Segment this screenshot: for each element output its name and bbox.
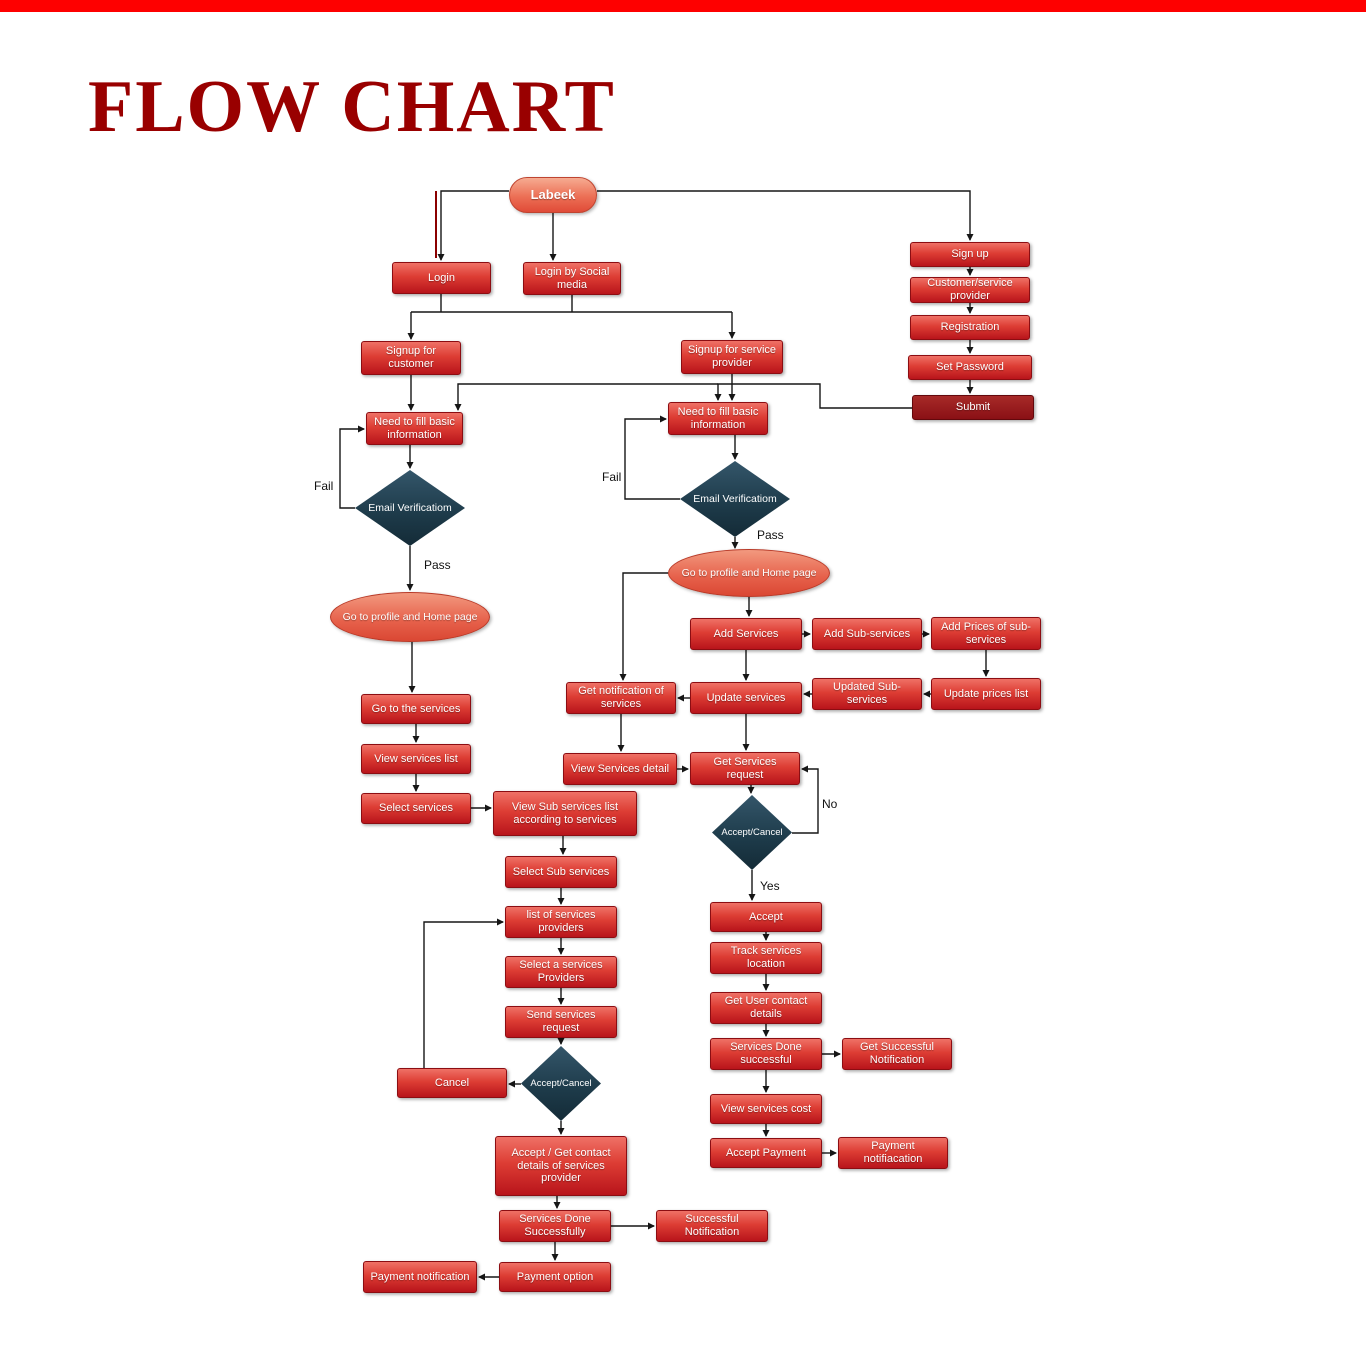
node-list-of-services-providers: list of services providers xyxy=(505,906,617,938)
node-track-services-location: Track services location xyxy=(710,942,822,974)
node-select-sub-services: Select Sub services xyxy=(505,856,617,888)
top-red-bar xyxy=(0,0,1366,12)
node-submit: Submit xyxy=(912,395,1034,420)
node-update-services: Update services xyxy=(690,682,802,714)
edge-label-no: No xyxy=(822,797,838,811)
node-add-prices-of-sub-services: Add Prices of sub-services xyxy=(931,617,1041,650)
node-signup-for-customer: Signup for customer xyxy=(361,341,461,375)
node-labeek: Labeek xyxy=(509,177,597,213)
node-successful-notification: Successful Notification xyxy=(656,1210,768,1242)
node-accept: Accept xyxy=(710,902,822,932)
node-signup-for-service-provider: Signup for service provider xyxy=(681,340,783,374)
node-view-services-list: View services list xyxy=(361,744,471,774)
node-select-a-services-provider: Select a services Providers xyxy=(505,956,617,988)
node-set-password: Set Password xyxy=(908,355,1032,380)
node-get-successful-notification: Get Successful Notification xyxy=(842,1038,952,1070)
node-add-services: Add Services xyxy=(690,618,802,650)
node-go-to-profile-home-provider: Go to profile and Home page xyxy=(668,549,830,597)
node-add-sub-services: Add Sub-services xyxy=(812,618,922,650)
edge-label-fail-provider: Fail xyxy=(602,470,622,484)
edge-label-yes: Yes xyxy=(760,879,780,893)
edge-label-fail-customer: Fail xyxy=(314,479,334,493)
node-get-user-contact-details: Get User contact details xyxy=(710,992,822,1024)
node-sign-up: Sign up xyxy=(910,242,1030,267)
node-cancel: Cancel xyxy=(397,1068,507,1098)
node-accept-get-contact-details: Accept / Get contact details of services… xyxy=(495,1136,627,1196)
node-updated-sub-services: Updated Sub-services xyxy=(812,678,922,710)
node-update-prices-list: Update prices list xyxy=(931,678,1041,710)
node-customer-service-provider: Customer/service provider xyxy=(910,277,1030,303)
node-go-to-profile-home-customer: Go to profile and Home page xyxy=(330,592,490,642)
node-get-notification-of-services: Get notification of services xyxy=(566,682,676,714)
node-go-to-the-services: Go to the services xyxy=(361,694,471,724)
node-registration: Registration xyxy=(910,315,1030,340)
node-view-services-detail: View Services detail xyxy=(563,753,677,785)
node-view-services-cost: View services cost xyxy=(710,1094,822,1124)
node-services-done-successfully: Services Done Successfully xyxy=(499,1210,611,1242)
node-send-services-request: Send services request xyxy=(505,1006,617,1038)
node-payment-notifiacation: Payment notifiacation xyxy=(838,1137,948,1169)
node-select-services: Select services xyxy=(361,793,471,824)
node-get-services-request: Get Services request xyxy=(690,752,800,785)
node-need-basic-info-customer: Need to fill basic information xyxy=(366,412,463,445)
node-login: Login xyxy=(392,262,491,294)
edge-label-pass-customer: Pass xyxy=(424,558,451,572)
node-services-done-successful: Services Done successful xyxy=(710,1038,822,1070)
node-view-sub-services-list: View Sub services list according to serv… xyxy=(493,791,637,836)
node-need-basic-info-provider: Need to fill basic information xyxy=(668,402,768,435)
node-login-by-social-media: Login by Social media xyxy=(523,262,621,295)
edge-label-pass-provider: Pass xyxy=(757,528,784,542)
node-payment-option: Payment option xyxy=(499,1262,611,1292)
node-accept-payment: Accept Payment xyxy=(710,1138,822,1168)
node-payment-notification: Payment notification xyxy=(363,1261,477,1293)
page-title: FLOW CHART xyxy=(88,66,616,148)
